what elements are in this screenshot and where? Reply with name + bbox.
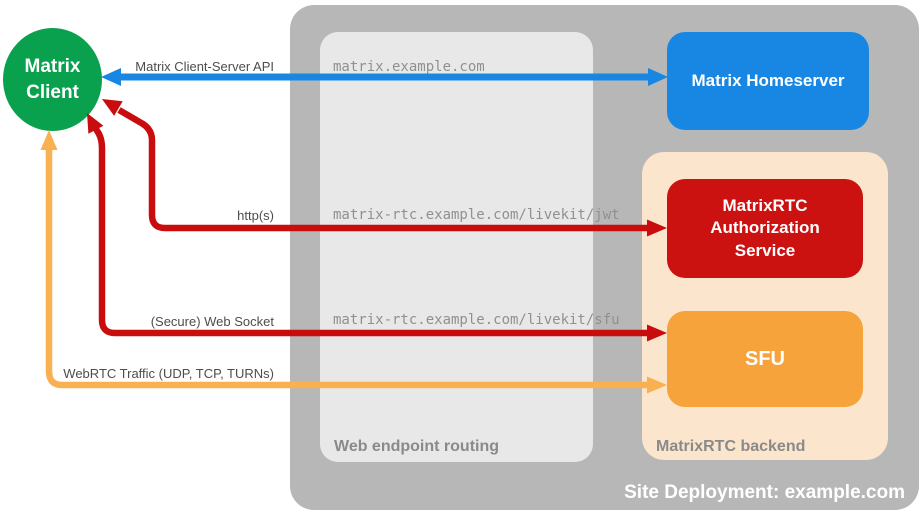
matrix-client-label: Matrix Client: [24, 56, 81, 103]
matrix-homeserver-label: Matrix Homeserver: [691, 70, 845, 90]
webrtc-arrowhead-client: [40, 130, 58, 150]
websocket-arrowhead-client: [87, 113, 104, 134]
webrtc-arrow-label: WebRTC Traffic (UDP, TCP, TURNs): [63, 366, 274, 381]
client-server-api-arrow-label: Matrix Client-Server API: [135, 59, 274, 74]
matrixrtc-backend-caption: MatrixRTC backend: [656, 438, 806, 455]
https-arrowhead-client: [102, 99, 123, 116]
web-endpoint-routing-caption: Web endpoint routing: [334, 438, 500, 455]
sfu-node: SFU: [667, 311, 863, 407]
websocket-arrow-label: (Secure) Web Socket: [150, 314, 274, 329]
matrixrtc-authorization-service-node: MatrixRTC Authorization Service: [667, 179, 863, 278]
matrix-homeserver-node: Matrix Homeserver: [667, 32, 869, 130]
sfu-label: SFU: [745, 347, 785, 370]
endpoint-homeserver-url: matrix.example.com: [333, 59, 485, 75]
site-deployment-caption: Site Deployment: example.com: [624, 482, 905, 503]
matrix-client-node: Matrix Client: [3, 28, 102, 131]
endpoint-jwt-url: matrix-rtc.example.com/livekit/jwt: [333, 207, 620, 223]
web-endpoint-routing-container: [320, 32, 593, 462]
endpoint-sfu-url: matrix-rtc.example.com/livekit/sfu: [333, 312, 620, 328]
matrixrtc-authorization-service-label: MatrixRTC Authorization Service: [710, 195, 820, 260]
https-arrow-label: http(s): [237, 208, 274, 223]
